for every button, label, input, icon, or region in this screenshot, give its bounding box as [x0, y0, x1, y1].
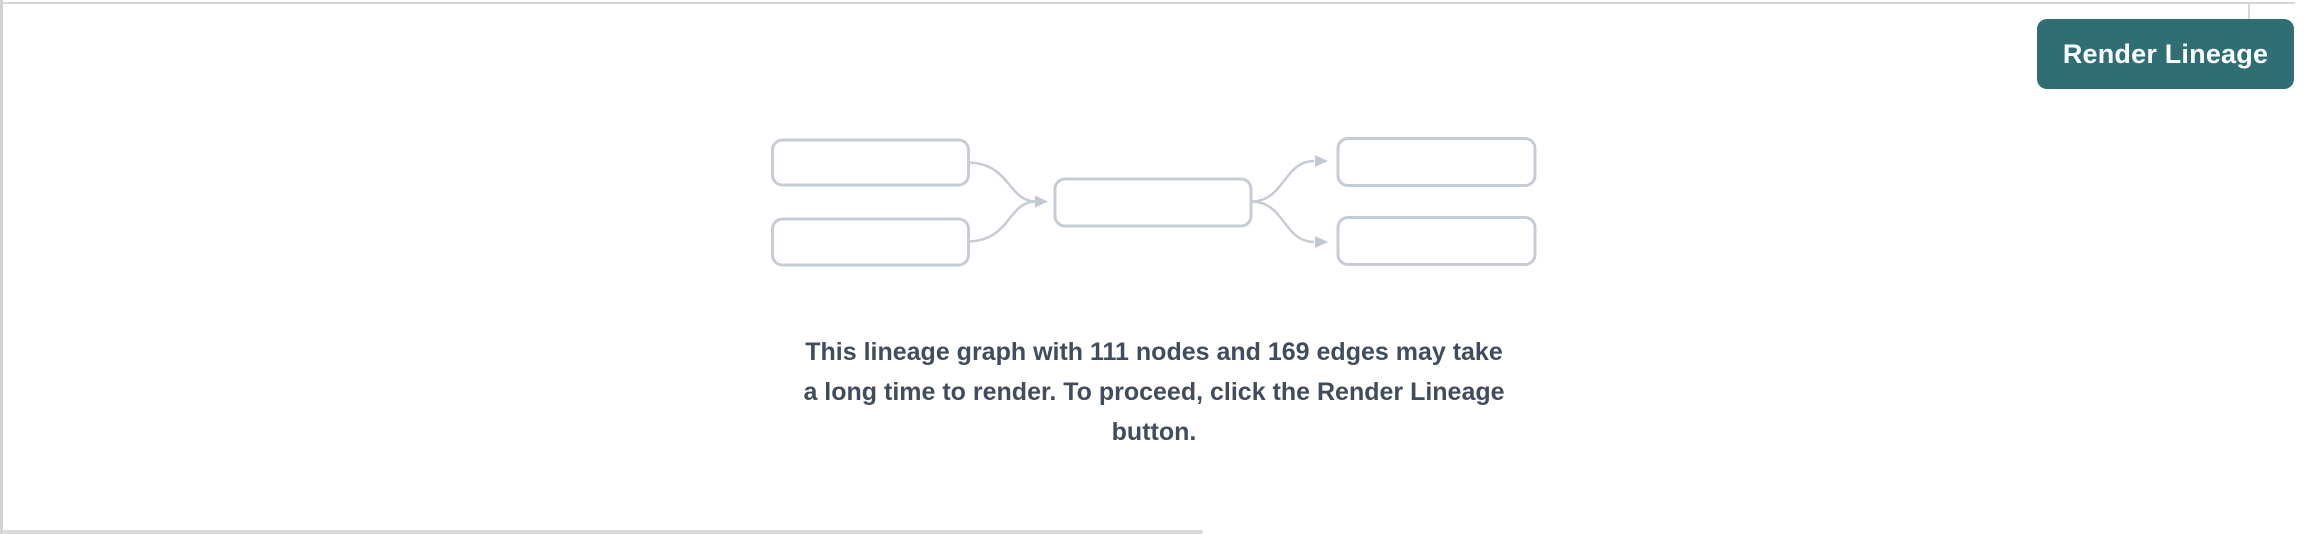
placeholder-node — [1336, 216, 1537, 266]
placeholder-node — [1053, 177, 1253, 228]
placeholder-edge-arrow — [968, 161, 1036, 203]
warning-line-1: This lineage graph with 111 nodes and 16… — [805, 338, 1503, 366]
warning-line-3: button. — [1111, 418, 1197, 446]
render-warning-message: This lineage graph with 111 nodes and 16… — [704, 332, 1604, 452]
placeholder-node — [1336, 137, 1537, 187]
placeholder-edge-arrow — [1250, 159, 1315, 203]
pane-top-border — [0, 2, 2295, 4]
pane-corner-divider — [2248, 3, 2250, 26]
lineage-placeholder: This lineage graph with 111 nodes and 16… — [769, 136, 1539, 452]
lineage-placeholder-diagram — [771, 137, 1537, 267]
arrowhead-icon — [1315, 155, 1328, 167]
render-lineage-button[interactable]: Render Lineage — [2037, 19, 2294, 89]
placeholder-edge-arrow — [968, 200, 1036, 243]
arrowhead-icon — [1035, 195, 1048, 208]
pane-left-border — [0, 0, 3, 534]
horizontal-scrollbar-thumb[interactable] — [3, 530, 1203, 534]
warning-line-2: a long time to render. To proceed, click… — [803, 378, 1505, 406]
placeholder-node — [771, 217, 970, 267]
placeholder-node — [771, 138, 970, 187]
arrowhead-icon — [1315, 236, 1328, 248]
placeholder-edge-arrow — [1250, 200, 1315, 244]
